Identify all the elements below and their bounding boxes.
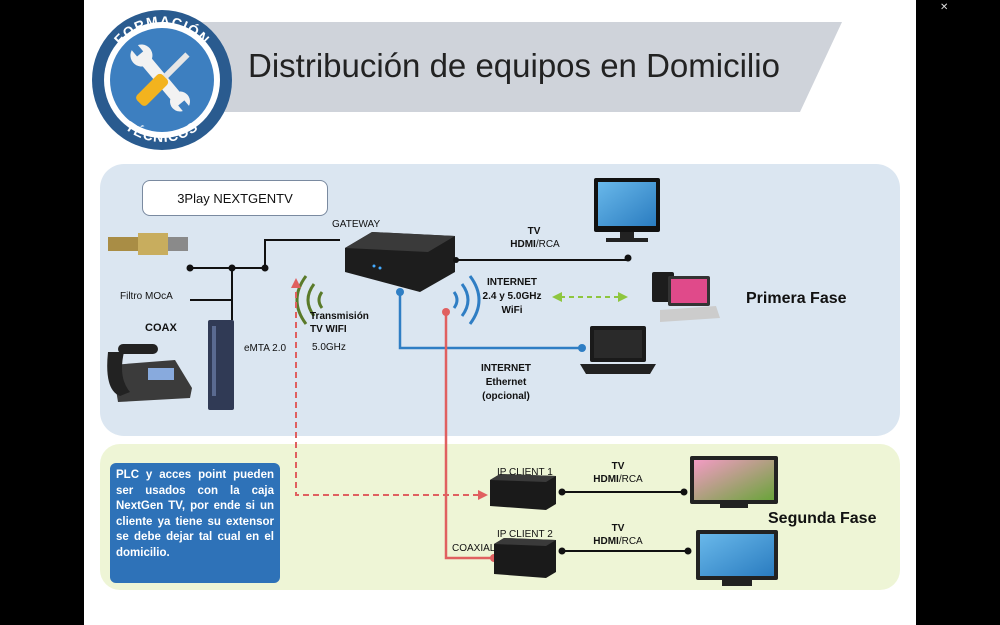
filtro-moca-label: Filtro MOcA [120,291,173,302]
telephone-icon [107,344,192,402]
ip-client-1-device-icon [490,474,556,510]
tv-client1-title: TV [611,461,625,472]
emta-modem-icon [208,320,234,410]
training-badge: FORMACIÓN TÉCNICOS [92,10,232,150]
segunda-fase-label: Segunda Fase [768,510,877,527]
tv-client2-hdmi-strong: HDMI [593,536,619,547]
tv-client1-rca: /RCA [618,474,643,485]
internet-eth-opt: (opcional) [482,391,530,402]
page-title: Distribución de equipos en Domicilio [248,47,780,84]
tx-wifi-freq-label: 5.0GHz [312,342,346,353]
tv-top-rca: /RCA [535,239,560,250]
primera-fase-label: Primera Fase [746,290,847,307]
coax-lines [190,239,340,320]
tv-client2-rca: /RCA [618,536,643,547]
3play-tag: 3Play NEXTGENTV [142,180,328,216]
laptop-icon [580,326,656,374]
coax-label: COAX [145,322,177,334]
gateway-label: GATEWAY [332,219,381,230]
wifi-signal-green-icon [295,275,324,325]
ip-client-1-label: IP CLIENT 1 [497,467,553,478]
tv-top-title: TV [527,226,541,237]
junction-dot [228,264,236,272]
junction-dot [261,264,269,272]
wifi-dashed-line [295,282,480,496]
internet-wifi-title: INTERNET [487,277,537,288]
junction-dot [186,264,194,272]
tv-client2-icon [696,530,778,586]
wifi-signal-blue-icon [452,275,481,325]
tablet-laptop-icon [652,272,720,322]
tv-client1-hdmi: HDMI/RCA [588,473,648,486]
ip-client-2-label: IP CLIENT 2 [497,529,553,540]
tv-top-hdmi: HDMI/RCA [505,238,565,251]
expand-icon[interactable]: ✕ [940,2,949,13]
screwdriver-icon [136,52,190,106]
plc-note: PLC y acces point pueden ser usados con … [110,463,280,583]
internet-wifi-wifi: WiFi [501,305,523,316]
internet-eth-title: INTERNET [481,363,531,374]
ethernet-line [398,292,582,350]
tv-client2-hdmi: HDMI/RCA [588,535,648,548]
emta-label: eMTA 2.0 [244,343,287,354]
moca-filter-icon [108,233,188,255]
internet-eth-sub: Ethernet [485,377,527,388]
tv-top-icon [594,178,660,242]
title-band [190,22,842,112]
tx-wifi-label: Transmisión TV WIFI [310,311,369,335]
wifi-client-link [552,292,628,302]
coaxial-line [444,312,494,560]
tv-client1-icon [690,456,778,508]
tv-top-hdmi-strong: HDMI [510,239,536,250]
gateway-device-icon [345,232,455,292]
tv-client1-hdmi-strong: HDMI [593,474,619,485]
ip-client-2-device-icon [494,538,556,578]
internet-wifi-band: 2.4 y 5.0GHz [482,291,542,302]
coaxial-label: COAXIAL [452,543,496,554]
tv-client2-title: TV [611,523,625,534]
